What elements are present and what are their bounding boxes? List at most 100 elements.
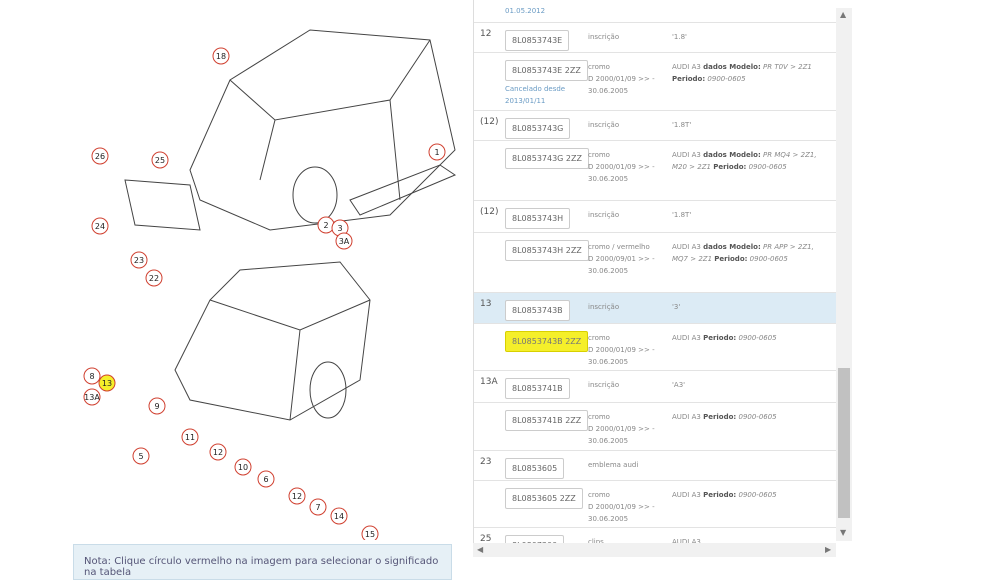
part-number-button[interactable]: 8L0853743H bbox=[505, 208, 571, 229]
scroll-down-icon[interactable]: ▼ bbox=[840, 528, 847, 537]
callout-26[interactable]: 26 bbox=[91, 147, 109, 165]
callout-14[interactable]: 14 bbox=[330, 507, 348, 525]
info: '3' bbox=[672, 303, 681, 311]
description: inscrição bbox=[588, 121, 620, 129]
model-label: dados Modelo: bbox=[703, 243, 761, 251]
part-number-button[interactable]: 8L0853605 2ZZ bbox=[505, 488, 583, 509]
info: '1.8T' bbox=[672, 211, 692, 219]
date-range: D 2000/01/09 >> - bbox=[588, 425, 655, 433]
callout-11[interactable]: 11 bbox=[181, 428, 199, 446]
callout-label: 3 bbox=[337, 224, 342, 233]
model-info: AUDI A3 Periodo: 0900-0605 bbox=[672, 489, 832, 501]
description: inscrição bbox=[588, 211, 620, 219]
part-number-button[interactable]: 8L0853743H 2ZZ bbox=[505, 240, 589, 261]
callout-6[interactable]: 6 bbox=[257, 470, 275, 488]
scroll-left-icon[interactable]: ◀ bbox=[477, 545, 484, 554]
callout-23[interactable]: 23 bbox=[130, 251, 148, 269]
position-number: 12 bbox=[480, 29, 492, 39]
period-value: 0900-0605 bbox=[749, 255, 788, 263]
date-link[interactable]: 01.05.2012 bbox=[505, 7, 546, 15]
table-row[interactable]: 12 8L0853743E inscrição '1.8' bbox=[474, 22, 837, 52]
callout-3A[interactable]: 3A bbox=[335, 232, 353, 250]
callout-5[interactable]: 5 bbox=[132, 447, 150, 465]
part-number-button[interactable]: 8L0853743E 2ZZ bbox=[505, 60, 588, 81]
callout-label: 3A bbox=[339, 237, 350, 246]
callout-24[interactable]: 24 bbox=[91, 217, 109, 235]
part-number-button[interactable]: 8L0853605 bbox=[505, 458, 565, 479]
callout-label: 25 bbox=[155, 156, 165, 165]
period-value: 0900-0605 bbox=[748, 163, 787, 171]
info: AUDI A3 bbox=[672, 538, 701, 543]
date-range: D 2000/09/01 >> - bbox=[588, 255, 655, 263]
callout-8[interactable]: 8 bbox=[83, 367, 101, 385]
part-number-button[interactable]: 8L0853743B bbox=[505, 300, 570, 321]
part-number-button[interactable]: 8L0807300 bbox=[505, 535, 565, 543]
period-value: 0900-0605 bbox=[738, 334, 777, 342]
period-label: Periodo: bbox=[714, 255, 748, 263]
date-range: D 2000/01/09 >> - bbox=[588, 75, 655, 83]
position-number: 13 bbox=[480, 299, 492, 309]
table-row[interactable]: 258L0807300clipsAUDI A3 bbox=[474, 527, 837, 543]
callout-label: 26 bbox=[95, 152, 105, 161]
vertical-scrollbar[interactable]: ▲ ▼ bbox=[836, 8, 852, 541]
position-number: 23 bbox=[480, 457, 492, 467]
model-label: dados Modelo: bbox=[703, 151, 761, 159]
callout-25[interactable]: 25 bbox=[151, 151, 169, 169]
part-number-button[interactable]: 8L0853743B 2ZZ bbox=[505, 331, 589, 352]
callout-18[interactable]: 18 bbox=[212, 47, 230, 65]
callout-12[interactable]: 12 bbox=[288, 487, 306, 505]
callout-15[interactable]: 15 bbox=[361, 525, 379, 540]
model-prefix: AUDI A3 bbox=[672, 63, 701, 71]
callout-1[interactable]: 1 bbox=[428, 143, 446, 161]
model-value: PR APP > 2Z1, MQ7 > 2Z1 bbox=[672, 243, 814, 263]
callout-13[interactable]: 13 bbox=[98, 374, 116, 392]
model-info: AUDI A3 Periodo: 0900-0605 bbox=[672, 332, 832, 344]
callout-13A[interactable]: 13A bbox=[83, 388, 101, 406]
part-number-button[interactable]: 8L0853743E bbox=[505, 30, 570, 51]
finish: cromo bbox=[588, 334, 610, 342]
callout-label: 23 bbox=[134, 256, 144, 265]
model-info: AUDI A3 dados Modelo: PR MQ4 > 2Z1, M20 … bbox=[672, 149, 832, 173]
description: inscrição bbox=[588, 33, 620, 41]
date-range: D 2000/01/09 >> - bbox=[588, 163, 655, 171]
callout-2[interactable]: 2 bbox=[317, 216, 335, 234]
description: clips bbox=[588, 538, 604, 543]
callout-label: 12 bbox=[213, 448, 223, 457]
horizontal-scrollbar[interactable]: ◀ ▶ bbox=[473, 543, 836, 557]
callout-label: 18 bbox=[216, 52, 226, 61]
scroll-up-icon[interactable]: ▲ bbox=[840, 10, 847, 19]
callout-12[interactable]: 12 bbox=[209, 443, 227, 461]
callout-9[interactable]: 9 bbox=[148, 397, 166, 415]
callout-label: 8 bbox=[89, 372, 94, 381]
callout-10[interactable]: 10 bbox=[234, 458, 252, 476]
callout-label: 5 bbox=[138, 452, 143, 461]
scroll-thumb[interactable] bbox=[838, 368, 850, 518]
callout-label: 12 bbox=[292, 492, 302, 501]
info: '1.8' bbox=[672, 33, 687, 41]
period-label: Periodo: bbox=[703, 334, 737, 342]
part-number-button[interactable]: 8L0853743G bbox=[505, 118, 571, 139]
part-number-button[interactable]: 8L0853741B bbox=[505, 378, 570, 399]
cancelled-label: Cancelado desde bbox=[505, 85, 566, 93]
part-number-button[interactable]: 8L0853741B 2ZZ bbox=[505, 410, 589, 431]
model-prefix: AUDI A3 bbox=[672, 243, 701, 251]
scroll-right-icon[interactable]: ▶ bbox=[825, 545, 832, 554]
part-number-button[interactable]: 8L0853743G 2ZZ bbox=[505, 148, 589, 169]
callout-22[interactable]: 22 bbox=[145, 269, 163, 287]
callout-7[interactable]: 7 bbox=[309, 498, 327, 516]
